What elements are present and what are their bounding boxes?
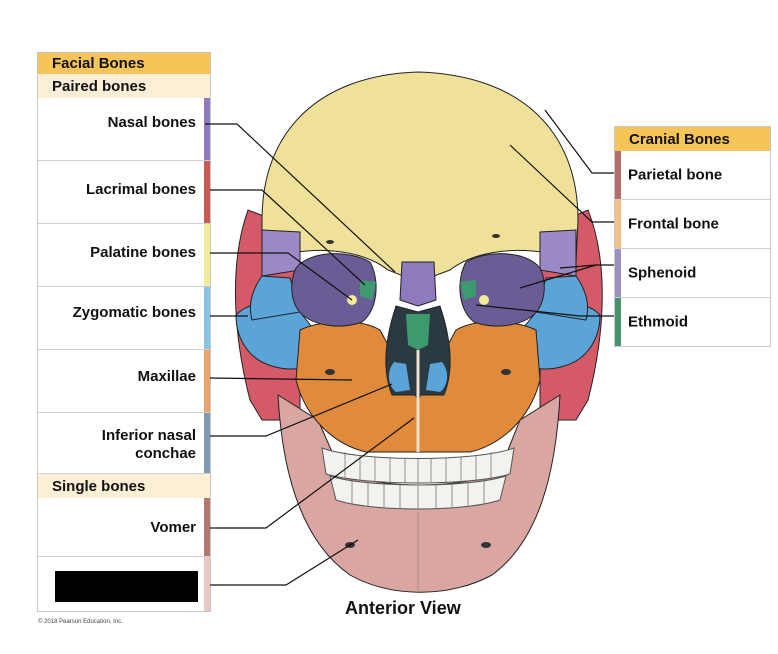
frontal-bone-shape: [262, 72, 578, 282]
copyright-notice: © 2018 Pearson Education, Inc.: [38, 619, 123, 625]
anterior-view-caption: Anterior View: [345, 598, 461, 619]
supraorbital-notch-left: [326, 240, 334, 244]
infraorbital-foramen-right: [501, 369, 511, 375]
ethmoid-shape: [406, 314, 430, 350]
sphenoid-shape-right: [540, 230, 576, 276]
supraorbital-notch-right: [492, 234, 500, 238]
nasal-bones-shape: [400, 262, 436, 306]
right-palatine-spot: [479, 295, 489, 305]
infraorbital-foramen-left: [325, 369, 335, 375]
mental-foramen-right: [481, 542, 491, 548]
